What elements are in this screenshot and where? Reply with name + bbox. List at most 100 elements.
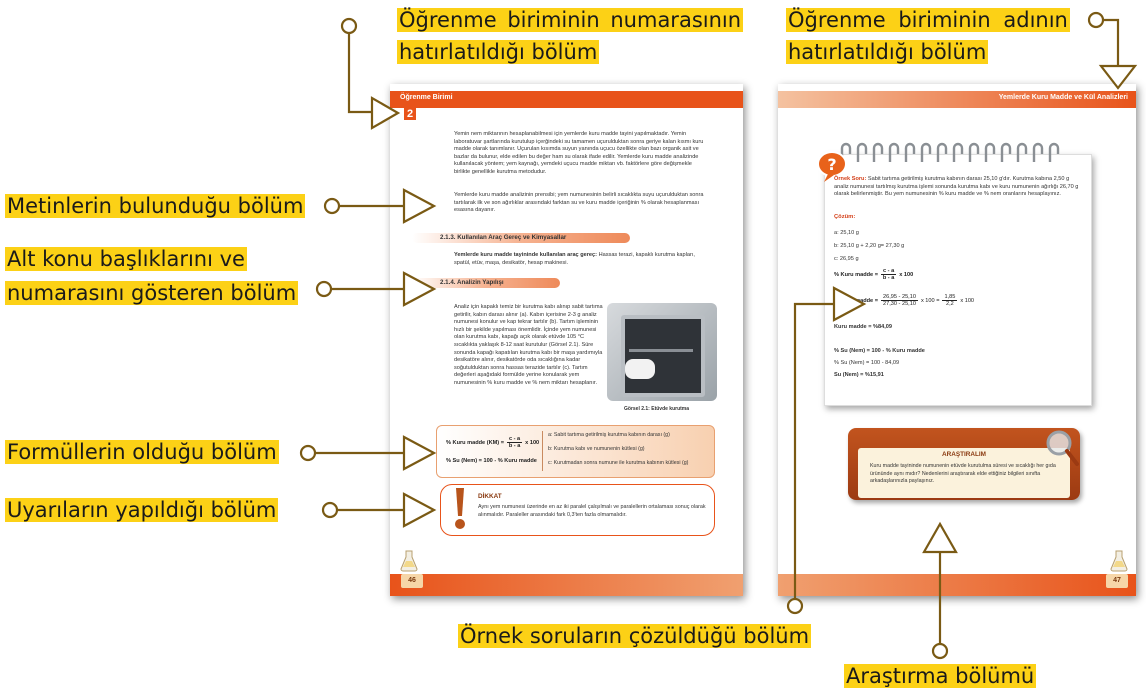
right-footer-band	[778, 574, 1136, 596]
left-page: Öğrenme Birimi 2 Yemin nem miktarının he…	[390, 84, 743, 596]
label-unit-name-line1: Öğrenme biriminin adının	[786, 4, 1070, 36]
formula-km-rhs: x 100	[525, 439, 540, 446]
label-subtopics: Alt konu başlıklarını ve numarasını göst…	[5, 242, 299, 310]
formula-km-num: c - a	[506, 436, 523, 443]
label-subtopics-line1-text: Alt konu başlıklarını ve	[5, 247, 247, 271]
label-examples: Örnek soruların çözüldüğü bölüm	[458, 620, 812, 652]
research-title: ARAŞTIRALIM	[941, 451, 987, 458]
solution-formula-1: % Kuru madde = c - a b - a x 100	[834, 268, 913, 281]
warning-box	[440, 484, 715, 536]
oven-door	[621, 315, 705, 397]
label-unit-name-line1-text: Öğrenme biriminin adının	[786, 8, 1070, 32]
right-page: Yemlerde Kuru Madde ve Kül Analizleri ? …	[778, 84, 1136, 596]
legend-c: c: Kurutmadan sonra numune ile kurutma k…	[548, 460, 689, 466]
page-number-right: 47	[1106, 574, 1128, 588]
example-notepad	[824, 154, 1092, 406]
unit-band	[390, 91, 743, 125]
warning-title: DİKKAT	[478, 493, 502, 500]
analysis-paragraph: Analiz için kapaklı temiz bir kurutma ka…	[454, 304, 603, 386]
sol-f2-fraction2: 1,85 2,2	[942, 294, 958, 307]
solution-su-2: % Su (Nem) = 100 - 84,09	[834, 360, 900, 366]
label-unit-number-line1-text: Öğrenme biriminin numarasının	[397, 8, 744, 32]
subtopic-2-1-4: 2.1.4. Analizin Yapılışı	[412, 278, 560, 288]
oven-image	[607, 303, 717, 401]
label-subtopics-line2-text: numarasını gösteren bölüm	[5, 281, 299, 305]
svg-text:?: ?	[827, 155, 836, 174]
label-unit-number-line1: Öğrenme biriminin numarasının	[397, 4, 744, 36]
sol-f1-fraction: c - a b - a	[880, 268, 897, 281]
principle-paragraph: Yemlerde kuru madde analizinin prensibi;…	[454, 192, 704, 214]
sol-f2-den2: 2,2	[946, 301, 954, 307]
oven-shelf	[629, 349, 693, 352]
formula-km-fraction: c - a b - a	[506, 436, 523, 449]
flask-icon-right	[1110, 550, 1128, 577]
label-subtopics-line1: Alt konu başlıklarını ve	[5, 242, 298, 276]
solution-su-3: Su (Nem) = %15,91	[834, 372, 884, 378]
label-formulas: Formüllerin olduğu bölüm	[5, 436, 279, 468]
label-warnings: Uyarıların yapıldığı bölüm	[5, 494, 279, 526]
label-research: Araştırma bölümü	[844, 660, 1037, 692]
legend-a: a: Sabit tartıma getirilmiş kurutma kabı…	[548, 432, 670, 438]
page-number-left: 46	[401, 574, 423, 588]
formula-su: % Su (Nem) = 100 - % Kuru madde	[446, 458, 537, 464]
label-unit-number-line2: hatırlatıldığı bölüm	[397, 36, 743, 68]
solution-a: a: 25,10 g	[834, 230, 859, 236]
sol-f1-num: c - a	[880, 268, 897, 275]
label-unit-number-line2-text: hatırlatıldığı bölüm	[397, 40, 600, 64]
formula-km: % Kuru madde (KM) = c - a b - a x 100	[446, 436, 539, 449]
sol-f2-den1: 27,30 - 25,10	[882, 301, 916, 307]
label-unit-name-line2: hatırlatıldığı bölüm	[786, 36, 1070, 68]
label-warnings-text: Uyarıların yapıldığı bölüm	[5, 498, 279, 522]
unit-number: 2	[404, 108, 417, 120]
formula-km-lhs: % Kuru madde (KM) =	[446, 439, 504, 446]
unit-label: Öğrenme Birimi	[400, 94, 453, 101]
tools-bold: Yemlerde kuru madde tayininde kullanılan…	[454, 252, 598, 258]
research-paper	[858, 448, 1070, 498]
example-question: Örnek Soru: Sabit tartıma getirilmiş kur…	[834, 176, 1080, 199]
notepad-rings	[836, 142, 1076, 169]
sol-f2-num2: 1,85	[942, 294, 958, 301]
question-icon: ?	[816, 150, 848, 189]
warning-text: Aynı yem numunesi üzerinde en az iki par…	[478, 504, 706, 518]
flask-icon-left	[400, 550, 418, 577]
solution-result: Kuru madde = %84,09	[834, 324, 892, 330]
gloved-hand	[625, 359, 655, 379]
label-texts-text: Metinlerin bulunduğu bölüm	[5, 194, 306, 218]
label-unit-name-line2-text: hatırlatıldığı bölüm	[786, 40, 989, 64]
figure-caption: Görsel 2.1: Etüvde kurutma	[624, 406, 690, 412]
solution-c: c: 26,95 g	[834, 256, 859, 262]
research-text: Kuru madde tayininde numunenin etüvde ku…	[870, 463, 1056, 485]
magnifier-icon	[1044, 428, 1080, 473]
sol-f2-rhs: x 100	[960, 297, 975, 304]
label-subtopics-line2: numarasını gösteren bölüm	[5, 276, 299, 310]
legend-b: b: Kurutma kabı ve numunenin kütlesi (g)	[548, 446, 645, 452]
label-unit-number: Öğrenme biriminin numarasının hatırlatıl…	[397, 4, 744, 68]
label-research-text: Araştırma bölümü	[844, 664, 1037, 688]
subtopic-2-1-3: 2.1.3. Kullanılan Araç Gereç ve Kimyasal…	[412, 233, 630, 243]
sol-f2-mid: x 100 =	[920, 297, 940, 304]
example-text: Sabit tartıma getirilmiş kurutma kabının…	[834, 176, 1079, 198]
formula-divider	[542, 431, 543, 471]
unit-title: Yemlerde Kuru Madde ve Kül Analizleri	[998, 94, 1128, 101]
sol-f1-den: b - a	[882, 275, 895, 281]
label-unit-name: Öğrenme biriminin adının hatırlatıldığı …	[786, 4, 1070, 68]
label-examples-text: Örnek soruların çözüldüğü bölüm	[458, 624, 812, 648]
example-label: Örnek Soru:	[834, 176, 867, 182]
unit-title-band	[778, 91, 1136, 108]
left-footer-band	[390, 574, 743, 596]
sol-f1-rhs: x 100	[899, 271, 914, 278]
solution-label: Çözüm:	[834, 214, 856, 220]
solution-su-1: % Su (Nem) = 100 - % Kuru madde	[834, 348, 925, 354]
formula-box	[436, 425, 715, 478]
tools-rest: Hassas terazi, kapaklı kurutma kapları, …	[454, 252, 695, 266]
sol-f1-lhs: % Kuru madde =	[834, 271, 878, 278]
intro-paragraph: Yemin nem miktarının hesaplanabilmesi iç…	[454, 131, 704, 175]
exclamation-icon	[452, 486, 468, 537]
label-texts: Metinlerin bulunduğu bölüm	[5, 190, 306, 222]
sol-f2-fraction1: 26,95 - 25,10 27,30 - 25,10	[880, 294, 918, 307]
solution-b: b: 25,10 g + 2,20 g= 27,30 g	[834, 243, 905, 249]
formula-km-den: b - a	[508, 443, 521, 449]
sol-f2-num1: 26,95 - 25,10	[880, 294, 918, 301]
label-formulas-text: Formüllerin olduğu bölüm	[5, 440, 279, 464]
tools-paragraph: Yemlerde kuru madde tayininde kullanılan…	[454, 252, 706, 267]
